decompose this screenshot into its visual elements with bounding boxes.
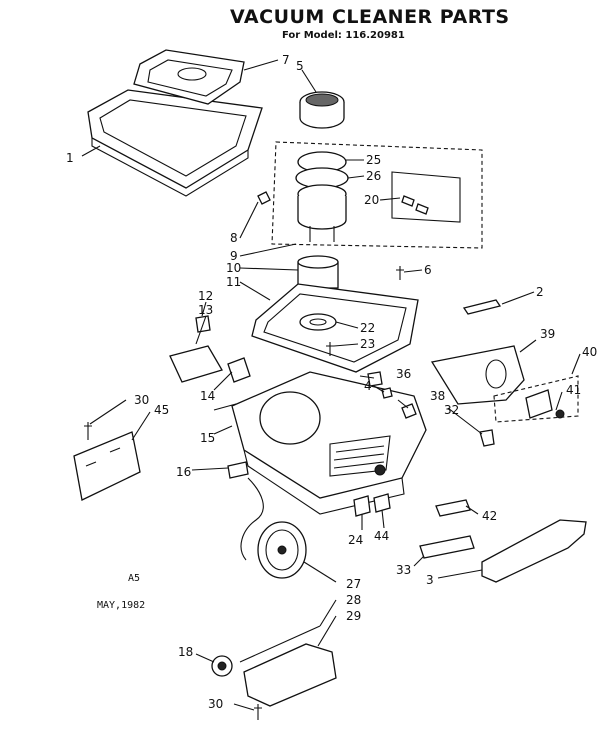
callout-33: 33 <box>396 563 411 577</box>
leader-lines <box>81 59 581 711</box>
callout-13: 13 <box>198 303 213 317</box>
callout-3: 3 <box>426 573 434 587</box>
callout-14: 14 <box>200 389 215 403</box>
callout-24: 24 <box>348 533 363 547</box>
callout-22: 22 <box>360 321 375 335</box>
callout-5: 5 <box>296 59 304 73</box>
callout-18: 18 <box>178 645 193 659</box>
callout-27: 27 <box>346 577 361 591</box>
callout-38: 38 <box>430 389 445 403</box>
callout-20: 20 <box>364 193 379 207</box>
callout-8: 8 <box>230 231 238 245</box>
part-top-frame <box>133 49 245 105</box>
callout-2: 2 <box>536 285 544 299</box>
callout-30-top: 30 <box>134 393 149 407</box>
callout-44: 44 <box>374 529 389 543</box>
footer-code: A5 <box>128 573 141 584</box>
callout-6: 6 <box>424 263 432 277</box>
callout-11: 11 <box>226 275 241 289</box>
callout-16: 16 <box>176 465 191 479</box>
callout-23: 23 <box>360 337 375 351</box>
callout-15: 15 <box>200 431 215 445</box>
callout-39: 39 <box>540 327 555 341</box>
model-number: For Model: 116.20981 <box>282 30 405 41</box>
callout-36: 36 <box>396 367 411 381</box>
callout-10: 10 <box>226 261 241 275</box>
callout-32: 32 <box>444 403 459 417</box>
callout-42: 42 <box>482 509 497 523</box>
callout-7: 7 <box>282 53 290 67</box>
callout-25: 25 <box>366 153 381 167</box>
callout-12: 12 <box>198 289 213 303</box>
callout-26: 26 <box>366 169 381 183</box>
part-filter-cap <box>299 91 345 129</box>
callout-30-bottom: 30 <box>208 697 223 711</box>
callout-4: 4 <box>364 379 372 393</box>
motor-assembly-box <box>271 141 483 249</box>
callout-45: 45 <box>154 403 169 417</box>
callout-28: 28 <box>346 593 361 607</box>
callout-40: 40 <box>582 345 597 359</box>
callout-41: 41 <box>566 383 581 397</box>
callout-29: 29 <box>346 609 361 623</box>
callout-9: 9 <box>230 249 238 263</box>
part-motor <box>295 151 349 242</box>
diagram-title: VACUUM CLEANER PARTS <box>230 6 510 28</box>
footer-date: MAY,1982 <box>97 600 146 611</box>
part-cover <box>87 89 263 197</box>
callout-1: 1 <box>66 151 74 165</box>
part-main-body <box>231 371 427 515</box>
